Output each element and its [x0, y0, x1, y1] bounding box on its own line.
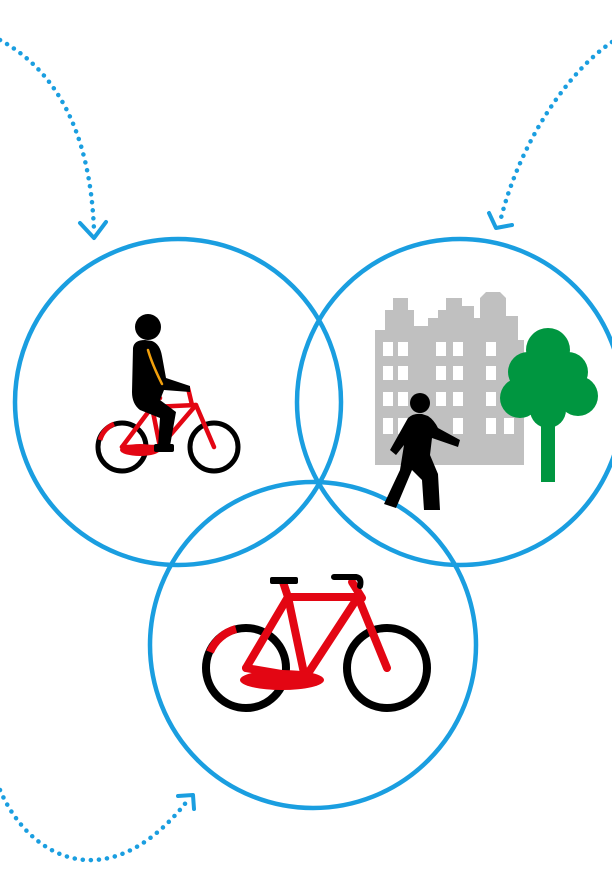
circle-bicycle — [147, 479, 479, 811]
arrowhead-top-left-icon — [78, 220, 108, 240]
arrow-bottom-left — [0, 787, 191, 863]
tree-icon — [500, 328, 598, 482]
circle-cyclist — [12, 236, 344, 568]
pedestrian-icon — [384, 393, 460, 510]
arrowhead-top-right-icon — [487, 211, 514, 230]
cyclist-icon — [95, 314, 241, 474]
bicycle-icon — [202, 574, 431, 712]
arrow-top-right — [497, 39, 612, 225]
circle-city — [294, 236, 612, 568]
arrowhead-bottom-left-icon — [176, 793, 196, 811]
arrow-top-left — [0, 37, 97, 233]
